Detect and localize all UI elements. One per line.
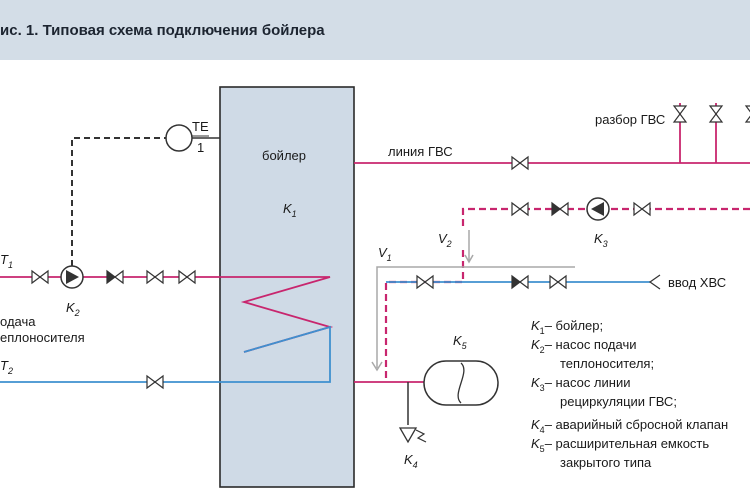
supply-check-valve: [106, 270, 124, 284]
k4-label: K4: [404, 452, 418, 470]
dhw-draw-label: разбор ГВС: [595, 112, 665, 127]
cold-valve-1: [416, 275, 434, 289]
cold-inlet-label: ввод ХВС: [668, 275, 726, 290]
te-control-line: [71, 137, 168, 266]
dhw-line-label: линия ГВС: [388, 144, 453, 159]
draw-valve-2: [709, 105, 723, 123]
coil-cold: [0, 325, 331, 383]
supply-label-line2: еплоносителя: [0, 330, 85, 345]
te-label-bottom: 1: [197, 140, 204, 155]
k5-expansion-tank: [423, 360, 499, 406]
return-valve: [146, 375, 164, 389]
supply-valve-1: [31, 270, 49, 284]
legend-item-k3-cont: рециркуляции ГВС;: [560, 394, 677, 409]
k2-pump: [60, 265, 84, 289]
recirc-valve-2: [633, 202, 651, 216]
boiler-label: бойлер: [262, 148, 306, 163]
legend-item-k1: K1– бойлер;: [531, 318, 603, 336]
cold-valve-2: [549, 275, 567, 289]
v1-label: V1: [378, 245, 392, 263]
k4-safety-valve: [398, 427, 427, 444]
legend-item-k2: K2– насос подачи: [531, 337, 636, 355]
dhw-valve: [511, 156, 529, 170]
recirc-check-valve: [551, 202, 569, 216]
k3-pump: [586, 197, 610, 221]
k5-label: K5: [453, 333, 468, 351]
supply-valve-2: [146, 270, 164, 284]
legend-item-k3: K3– насос линии: [531, 375, 630, 393]
t2-label: T2: [0, 358, 13, 376]
cold-inlet-arrow: [648, 274, 661, 290]
recirc-valve-1: [511, 202, 529, 216]
legend-item-k5: K5– расширительная емкость: [531, 436, 709, 454]
header-bar: ис. 1. Типовая схема подключения бойлера: [0, 0, 750, 60]
legend-item-k2-cont: теплоносителя;: [560, 356, 654, 371]
supply-label-line1: одача: [0, 314, 36, 329]
te-label-top: TE: [192, 119, 209, 134]
cold-check-valve: [511, 275, 529, 289]
legend-item-k4: K4– аварийный сбросной клапан: [531, 417, 728, 435]
k2-label: K2: [66, 300, 80, 318]
boiler-k1-label: K1: [283, 201, 297, 219]
te-sensor: [165, 124, 193, 152]
draw-valve-3: [745, 105, 750, 123]
v2-label: V2: [438, 231, 452, 249]
legend: K1– бойлер; K2– насос подачи теплоносите…: [531, 318, 728, 470]
supply-valve-3: [178, 270, 196, 284]
t1-label: T1: [0, 252, 13, 270]
draw-valve-1: [673, 105, 687, 123]
boiler-tank: [219, 86, 355, 488]
legend-item-k5-cont: закрытого типа: [560, 455, 652, 470]
figure-title: ис. 1. Типовая схема подключения бойлера: [0, 22, 325, 39]
flow-v1-line: [376, 266, 575, 368]
k3-label: K3: [594, 231, 608, 249]
